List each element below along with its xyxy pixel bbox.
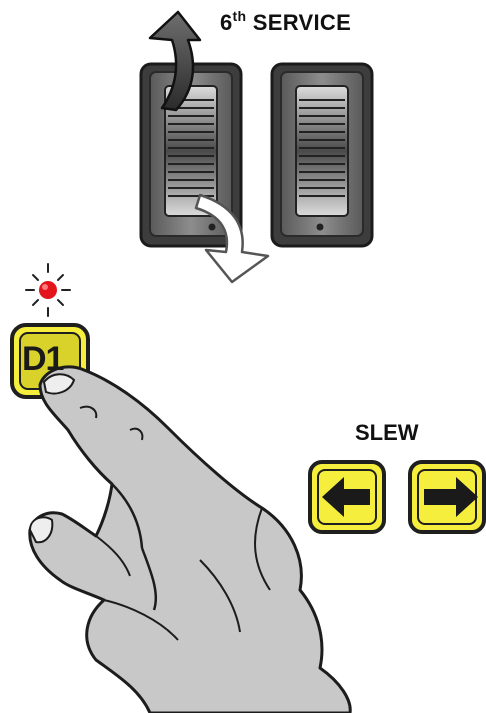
red-led-icon (26, 264, 70, 316)
title-ordinal-suffix: th (233, 8, 247, 24)
title-ordinal: 6 (220, 10, 233, 35)
service-switch-right[interactable] (272, 64, 372, 246)
slew-left-button[interactable] (310, 462, 384, 532)
d1-button-label: D1 (22, 340, 63, 379)
page-title: 6th SERVICE (220, 8, 351, 36)
slew-label: SLEW (355, 420, 419, 446)
title-label: SERVICE (253, 10, 351, 35)
slew-right-button[interactable] (410, 462, 484, 532)
pointing-hand-icon (30, 367, 350, 713)
